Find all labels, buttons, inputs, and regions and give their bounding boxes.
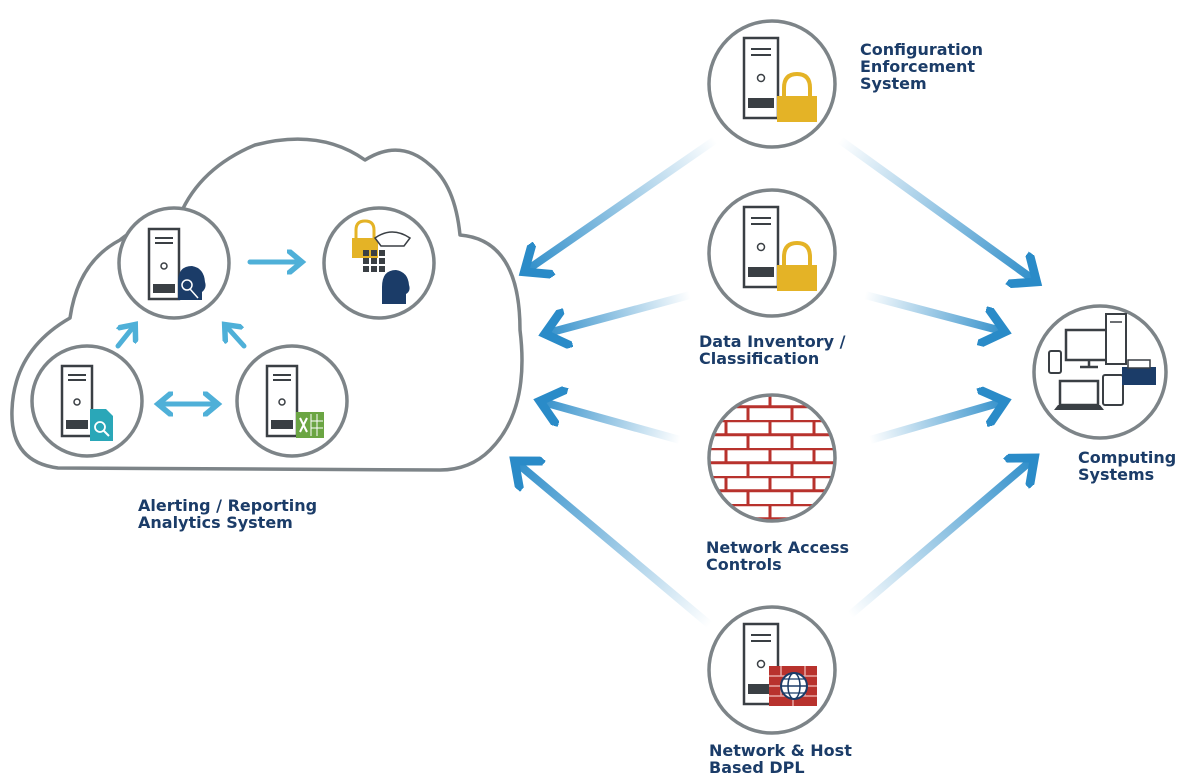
cloud-internal-arrows [115, 262, 300, 404]
server-icon [265, 364, 299, 438]
connection-arrows [517, 136, 1034, 629]
firewall-icon [710, 396, 834, 520]
label-computing-systems: Computing Systems [1078, 449, 1176, 483]
node-config-enforcement [707, 19, 837, 149]
lock-icon [777, 71, 817, 122]
arrow-config-to-computing [836, 136, 1034, 280]
server-icon [742, 205, 780, 289]
node-network-access [707, 393, 837, 523]
node-computing-systems [1032, 304, 1168, 440]
label-line: Network & Host [709, 741, 852, 760]
keypad-icon [363, 231, 412, 272]
node-network-host-dpl [707, 605, 837, 735]
arrow-dpl-to-cloud [517, 463, 714, 629]
label-line: Network Access [706, 538, 850, 557]
label-line: Systems [1078, 465, 1155, 484]
node-analytics-server [117, 206, 231, 320]
server-icon [147, 227, 181, 301]
firewall-globe-icon [769, 666, 817, 706]
label-line: Alerting / Reporting [138, 496, 318, 515]
arrow-inventory-to-cloud [548, 291, 694, 333]
arrow-access-to-cloud [543, 402, 684, 444]
arrow-access-to-computing [866, 402, 1002, 444]
label-line: Based DPL [709, 758, 805, 777]
user-head-icon [382, 270, 410, 304]
devices-icon [1048, 313, 1156, 410]
label-line: Enforcement [860, 57, 976, 76]
spreadsheet-icon [296, 412, 324, 438]
node-search-server [30, 344, 144, 458]
label-network-host-dpl: Network & Host Based DPL [709, 742, 852, 776]
label-line: Data Inventory / [699, 332, 846, 351]
server-icon [60, 364, 94, 438]
label-data-inventory: Data Inventory / Classification [699, 333, 845, 367]
node-secured-access [322, 206, 436, 320]
arrow-excel-to-analytics [226, 326, 247, 349]
node-data-inventory [707, 188, 837, 318]
lock-icon [777, 240, 817, 291]
arrow-inventory-to-computing [861, 291, 1002, 331]
server-icon [742, 36, 780, 120]
analyst-head-icon [178, 266, 206, 300]
label-line: Computing [1078, 448, 1177, 467]
label-line: System [860, 74, 927, 93]
label-line: Controls [706, 555, 782, 574]
label-config-enforcement: Configuration Enforcement System [860, 41, 983, 92]
search-document-icon [90, 409, 113, 441]
label-alerting-analytics: Alerting / Reporting Analytics System [138, 497, 317, 531]
arrow-search-to-analytics [115, 326, 134, 349]
label-network-access: Network Access Controls [706, 539, 849, 573]
label-line: Configuration [860, 40, 984, 59]
arrow-dpl-to-computing [846, 460, 1032, 619]
node-spreadsheet-server [235, 344, 349, 458]
arrow-config-to-cloud [527, 136, 719, 270]
label-line: Analytics System [138, 513, 293, 532]
label-line: Classification [699, 349, 820, 368]
